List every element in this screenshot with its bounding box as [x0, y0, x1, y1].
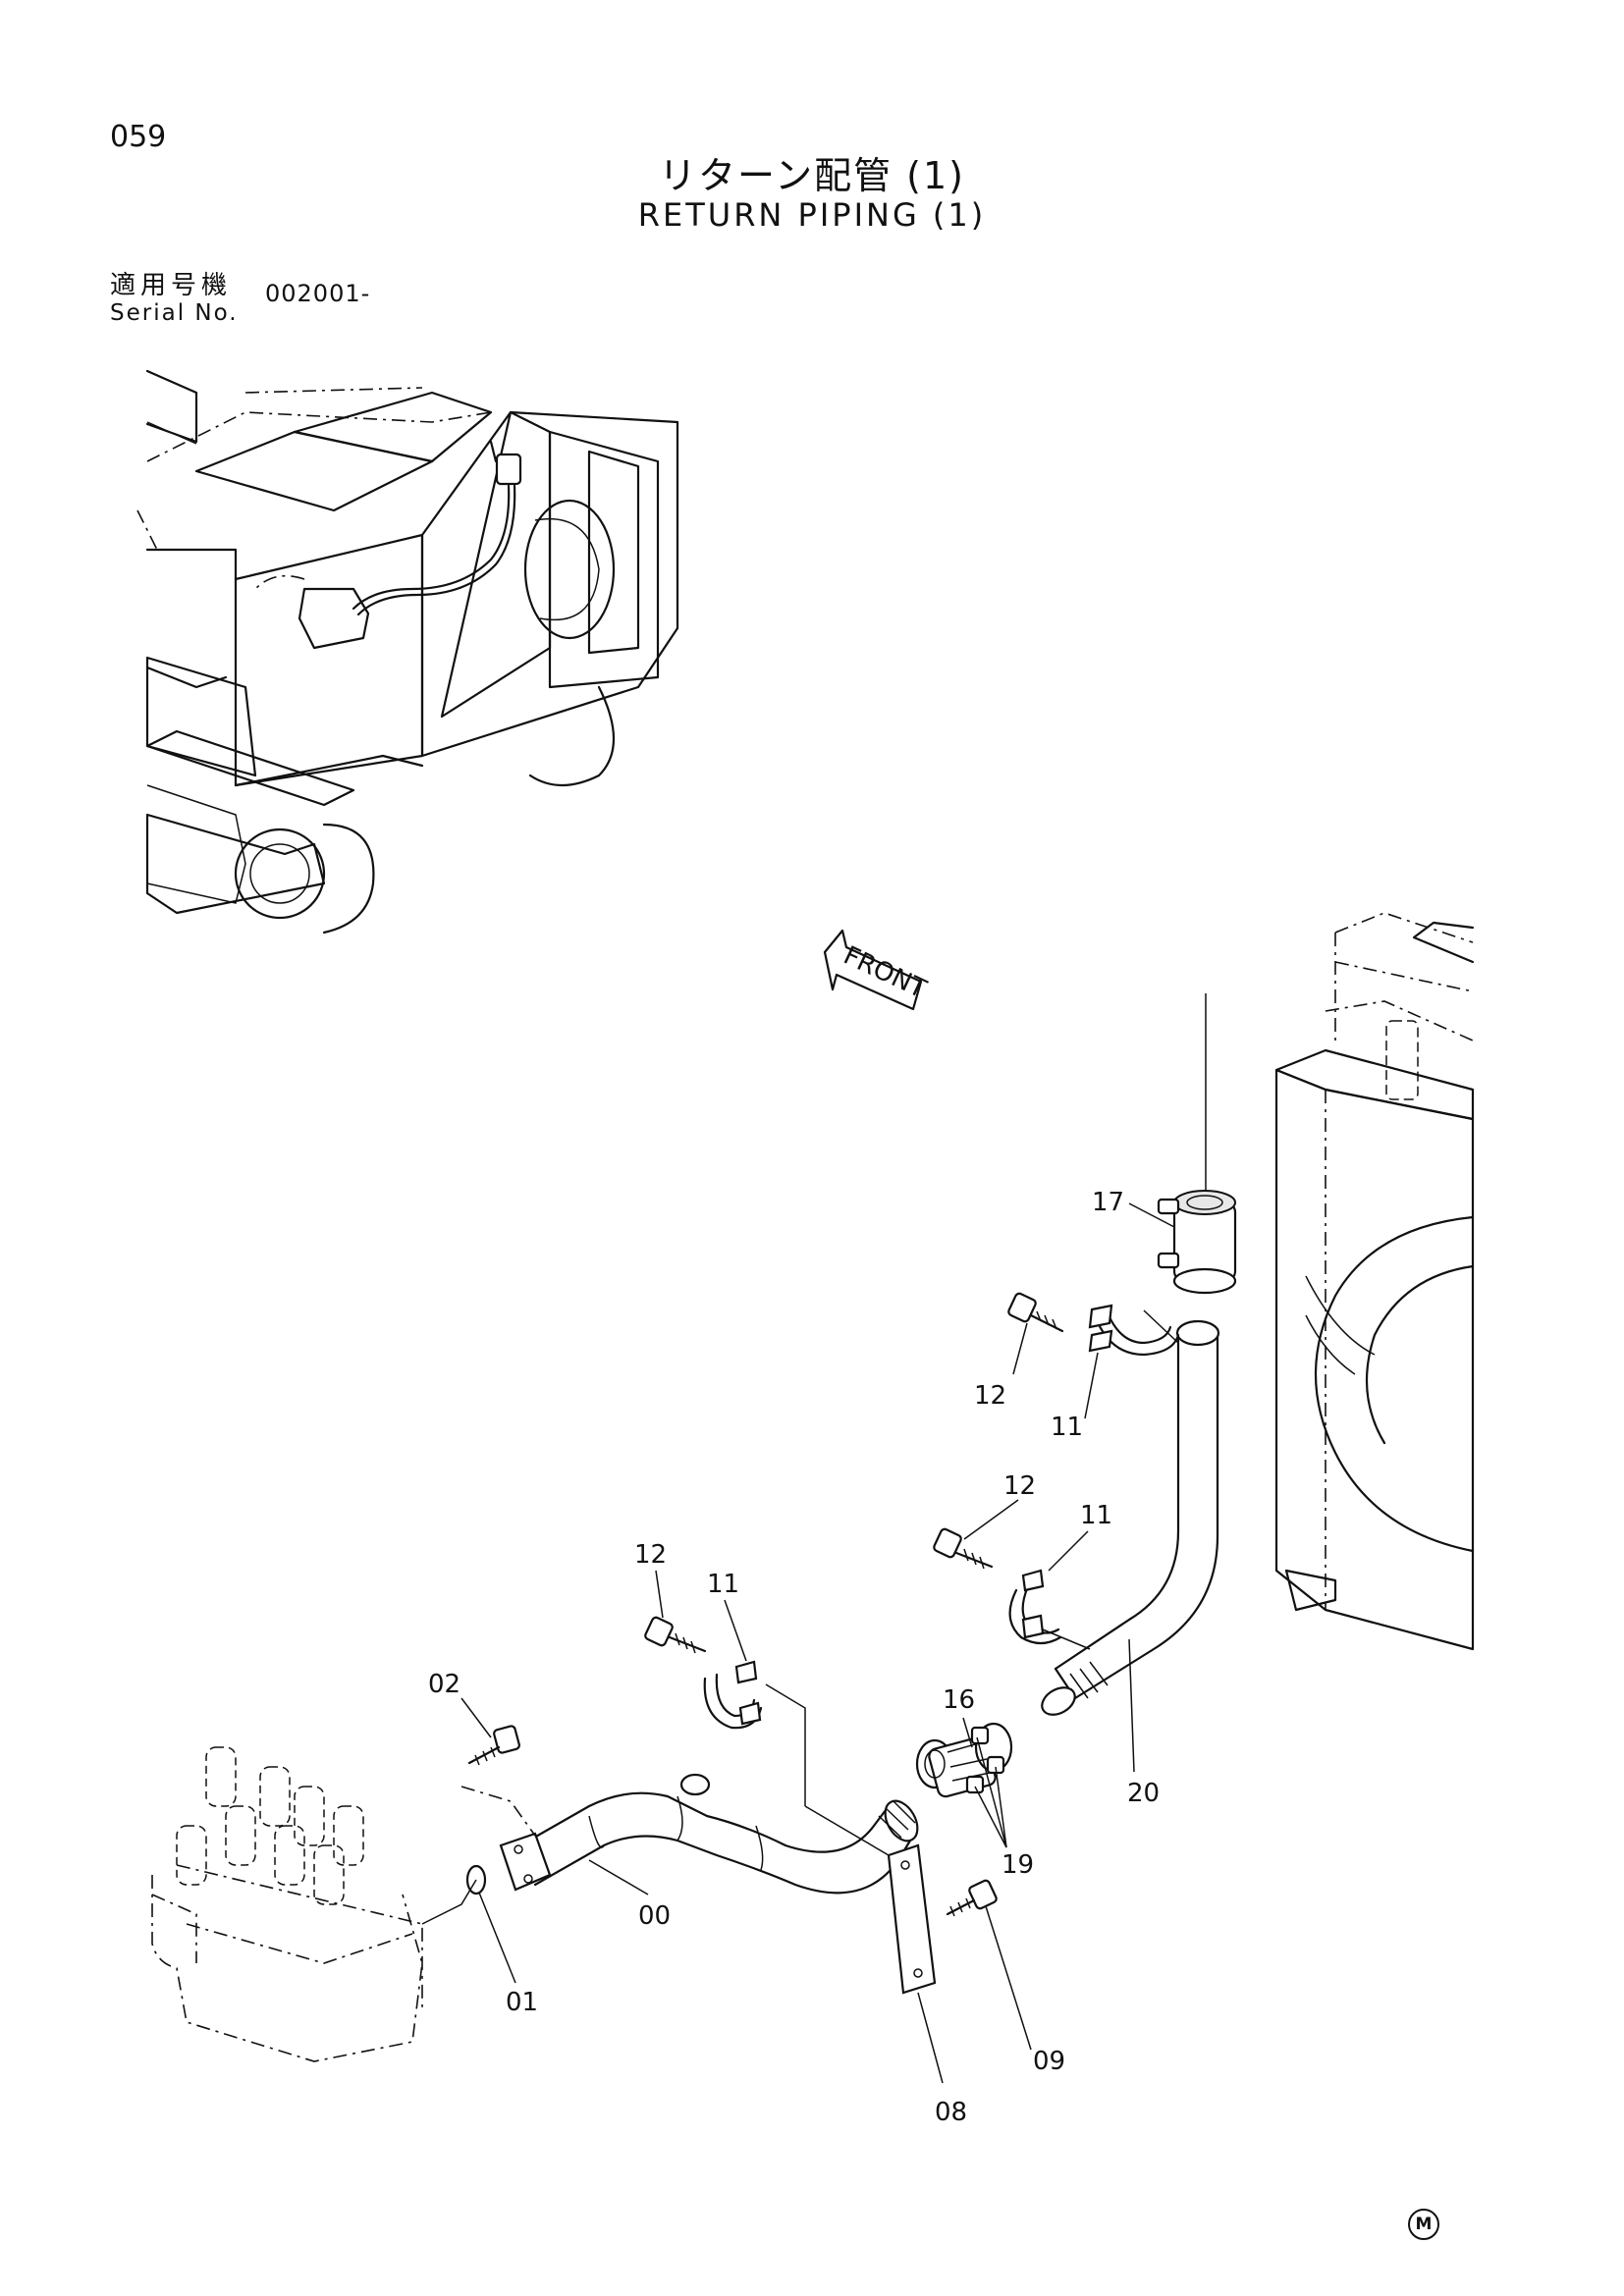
oil-cooler-illustration	[1274, 912, 1475, 1651]
machine-overview-illustration	[136, 369, 679, 934]
pipe-mounting-flange	[499, 1832, 552, 1892]
part-20-return-hose	[1041, 1319, 1220, 1716]
part-02-bolt	[460, 1725, 536, 1837]
callout-00: 00	[638, 1901, 671, 1931]
part-12-lower-bolt	[933, 1527, 994, 1570]
serial-number-value: 002001-	[265, 280, 371, 307]
callout-12-upper: 12	[974, 1381, 1006, 1411]
leader-lines	[460, 1202, 1175, 2084]
part-12-middle-bolt	[644, 1616, 707, 1654]
callout-12-middle: 12	[634, 1540, 667, 1570]
callout-17: 19	[1001, 1850, 1034, 1880]
part-00-return-pipe	[518, 1773, 919, 1895]
hose-end-fitting	[1041, 1661, 1109, 1716]
callout-01: 01	[506, 1988, 538, 2017]
part-19-coupling	[1157, 993, 1237, 1295]
page-number: 059	[110, 120, 167, 154]
page-title-english: RETURN PIPING (1)	[637, 196, 987, 234]
serial-label-japanese: 適用号機	[110, 271, 233, 300]
callout-20: 20	[1127, 1779, 1160, 1808]
callout-11-upper: 11	[1051, 1413, 1083, 1442]
callout-08: 08	[935, 2098, 967, 2127]
serial-label-english: Serial No.	[110, 300, 239, 326]
part-11-lower-clamp	[1008, 1569, 1091, 1650]
manufacturer-mark: M	[1408, 2209, 1439, 2240]
callout-11-lower: 11	[1080, 1501, 1112, 1530]
callout-16: 16	[943, 1685, 975, 1715]
control-valve-illustration	[151, 1746, 477, 2062]
part-16-flange	[915, 1722, 1013, 1798]
callout-12-lower: 12	[1003, 1471, 1036, 1501]
part-08-bracket	[804, 1805, 937, 1995]
callout-09: 09	[1033, 2047, 1065, 2076]
front-arrow-label: FRONT	[839, 941, 930, 1005]
page-title-japanese: リターン配管 (1)	[658, 154, 965, 197]
part-17-bolts	[965, 1726, 1005, 1794]
front-direction-arrow: FRONT	[823, 929, 931, 1011]
part-12-upper-bolt	[1007, 1292, 1064, 1333]
part-11-upper-clamp	[1088, 1304, 1180, 1357]
callout-labels: 17 12 11 12 11 12 11 16 19 20 02 00 01 0…	[428, 1188, 1160, 2127]
part-09-bolt	[946, 1879, 998, 1917]
callout-02: 02	[428, 1670, 460, 1699]
callout-19: 17	[1092, 1188, 1124, 1217]
part-11-middle-clamp	[703, 1660, 806, 1806]
callout-11-middle: 11	[707, 1570, 739, 1599]
